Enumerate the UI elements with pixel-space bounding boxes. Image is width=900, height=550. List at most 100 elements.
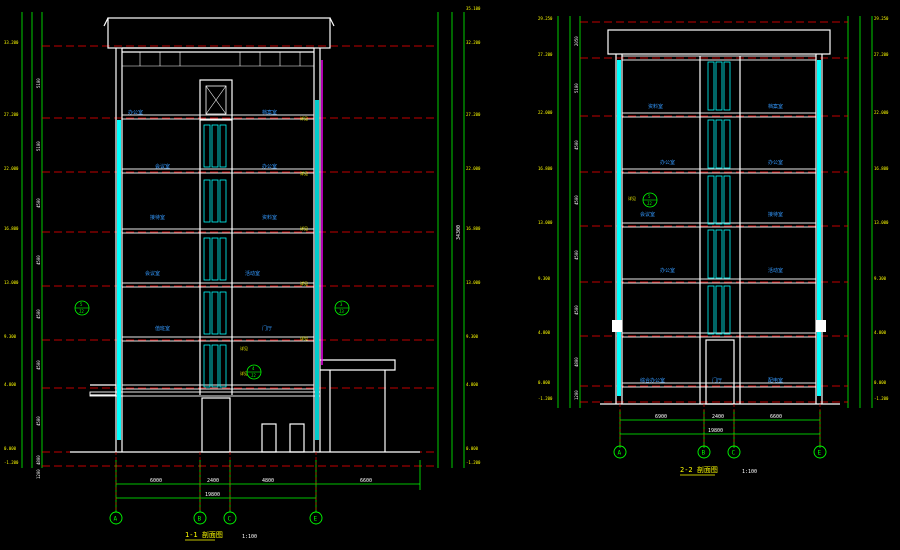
room-label: 活动室	[245, 270, 260, 277]
elevation-label: 0.000	[874, 380, 887, 385]
callout-sheet: J2	[79, 309, 84, 314]
floor-dimension: 1200	[574, 390, 579, 400]
axis-label: A	[114, 516, 118, 523]
room-label: 资料室	[262, 214, 277, 221]
callout-sheet: J2	[647, 201, 652, 206]
note-text: 详见	[300, 335, 308, 341]
note-text: 详见	[300, 225, 308, 231]
floor-dimension: 5100	[574, 83, 579, 93]
r-room-labels: 资料室档案室办公室办公室会议室接待室办公室活动室综合办公室门厅配电室	[640, 103, 783, 384]
floor-dimension: 4500	[36, 360, 41, 370]
left-elevation-labels: 33.20027.20022.00016.80013.0009.3004.800…	[4, 40, 19, 465]
roof-slab	[621, 55, 817, 61]
axis-label: B	[702, 450, 706, 457]
elevation-label: 22.000	[538, 110, 553, 115]
floor-slab	[621, 222, 817, 228]
room-label: 办公室	[128, 109, 143, 116]
axis-circle	[193, 511, 207, 525]
elevation-label: 0.000	[4, 446, 17, 451]
r-facade-glazing	[612, 60, 826, 396]
note-text: 详见	[240, 345, 248, 351]
axis-circle	[309, 511, 323, 525]
elevation-label: 13.000	[4, 280, 19, 285]
axis-circle	[223, 511, 237, 525]
floor-dimension: 1200	[36, 469, 41, 479]
section-scale: 1:100	[242, 534, 257, 540]
room-label: 资料室	[648, 103, 663, 110]
room-labels: 办公室档案室会议室办公室接待室资料室会议室活动室值班室门厅	[128, 109, 277, 332]
stair-window-pane	[723, 175, 731, 225]
bay-dimension: 6900	[655, 414, 667, 420]
floor-dimension: 4800	[36, 455, 41, 465]
stair-window-pane	[203, 179, 211, 223]
elevation-label: 13.000	[874, 220, 889, 225]
room-label: 接待室	[150, 214, 165, 221]
bay-dimension: 2400	[712, 414, 724, 420]
stair-window-pane	[203, 344, 211, 388]
room-label: 综合办公室	[640, 377, 665, 384]
axis-circle	[697, 445, 711, 459]
stair-window-pane	[211, 291, 219, 335]
left-facade-glazing	[117, 100, 319, 440]
axis-circle	[727, 445, 741, 459]
room-label: 门厅	[262, 325, 272, 332]
floor-dimension: 5100	[36, 78, 41, 88]
floor-slab	[621, 112, 817, 118]
axis-label: B	[198, 516, 202, 523]
note-text: 详见	[300, 115, 308, 121]
right-dimension-column	[437, 12, 465, 468]
note-text: 详见	[628, 195, 636, 201]
elevation-label: 22.000	[466, 166, 481, 171]
elevation-label: 16.800	[874, 166, 889, 171]
bay-dimension: 6000	[150, 478, 162, 484]
stair-window-pane	[219, 124, 227, 168]
overall-dimension: 19800	[708, 428, 723, 434]
stair-window-pane	[723, 229, 731, 279]
r-stair-windows	[707, 61, 731, 335]
left-dimension-column	[21, 12, 43, 468]
elevation-label: 16.800	[4, 226, 19, 231]
floor-dimension: 4500	[36, 309, 41, 319]
elevation-label: 4.800	[538, 330, 551, 335]
floor-dimension: 4800	[574, 357, 579, 367]
room-label: 会议室	[640, 211, 655, 218]
section-title: 1-1 剖面图	[185, 530, 223, 539]
stair-window-pane	[211, 237, 219, 281]
elevation-label: 16.800	[466, 226, 481, 231]
section-1-1: 办公室档案室会议室办公室接待室资料室会议室活动室值班室门厅 详见详见详见详见详见…	[4, 6, 481, 541]
room-label: 档案室	[262, 109, 277, 116]
floor-slab	[89, 391, 321, 397]
stair-window-pane	[723, 285, 731, 335]
room-label: 配电室	[768, 377, 783, 384]
room-label: 办公室	[262, 163, 277, 170]
axis-label: C	[732, 450, 736, 457]
stair-window-pane	[211, 344, 219, 388]
callout-number: 3	[340, 302, 343, 307]
r-right-elevation-labels: 29.25027.20022.00016.80013.0009.3004.800…	[874, 16, 889, 401]
r-section-title: 2-2 剖面图	[680, 465, 718, 474]
elevation-label: 0.000	[538, 380, 551, 385]
stair-window-pane	[715, 175, 723, 225]
r-section-scale: 1:100	[742, 469, 757, 475]
elevation-label: 4.800	[466, 382, 479, 387]
r-annotation-notes: 详见	[628, 195, 636, 201]
floor-slab	[121, 282, 315, 288]
axis-circle	[613, 445, 627, 459]
r-right-dimension-column	[847, 16, 873, 408]
floor-slab	[121, 336, 315, 342]
stair-window-pane	[715, 119, 723, 169]
elevation-label: 4.800	[874, 330, 887, 335]
bay-dimension: 6600	[360, 478, 372, 484]
elevation-label: 0.000	[466, 446, 479, 451]
stair-window-pane	[707, 175, 715, 225]
room-label: 会议室	[155, 163, 170, 170]
elevation-label: -1.200	[4, 460, 19, 465]
elevation-label: 27.200	[874, 52, 889, 57]
axis-label: E	[818, 450, 822, 457]
elevation-label: 13.000	[466, 280, 481, 285]
stair-window-pane	[219, 344, 227, 388]
